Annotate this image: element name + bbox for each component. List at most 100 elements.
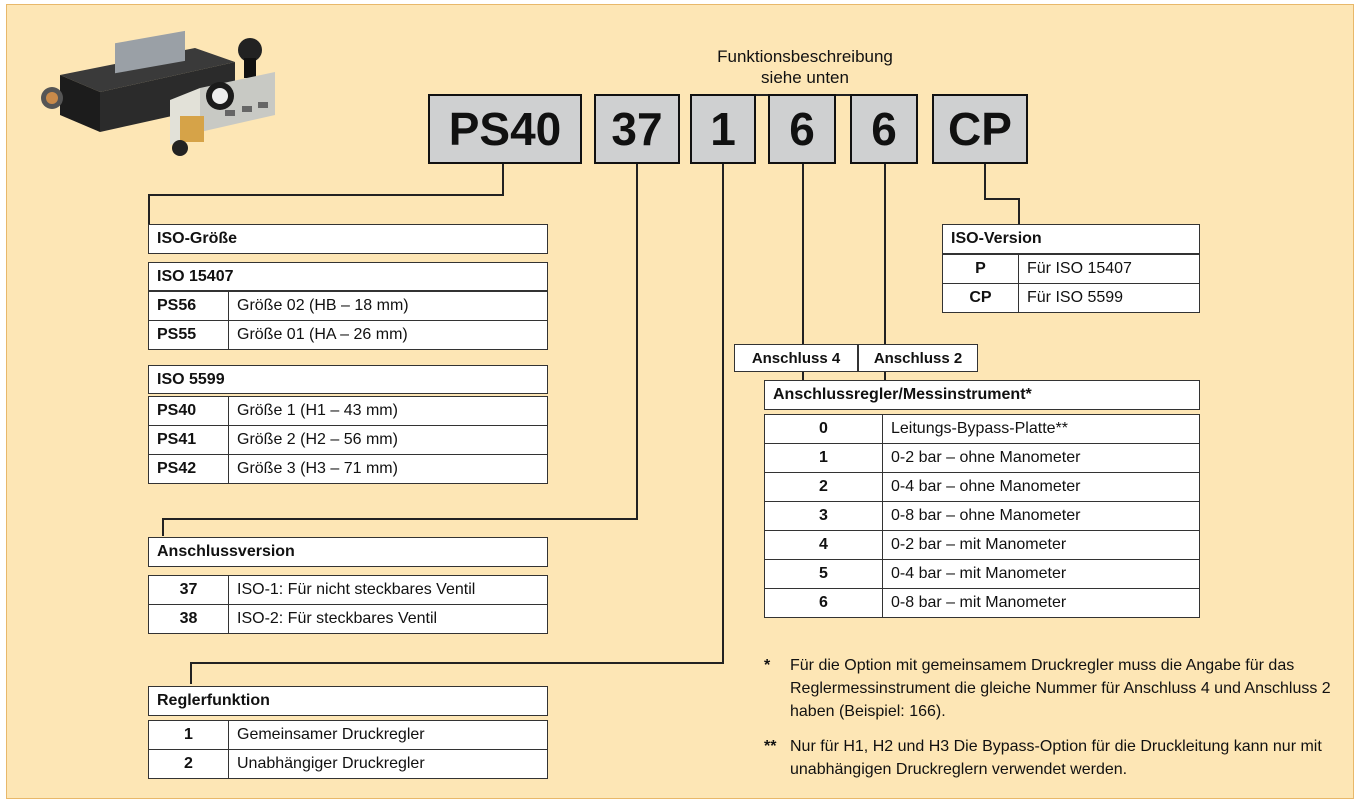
port-2-label: Anschluss 2: [858, 344, 978, 372]
gauge-description: 0-4 bar – mit Manometer: [883, 560, 1200, 589]
iso-version-description: Für ISO 5599: [1019, 284, 1200, 313]
gauge-description: 0-2 bar – mit Manometer: [883, 531, 1200, 560]
size-code: PS40: [149, 397, 229, 426]
footnote-2: ** Nur für H1, H2 und H3 Die Bypass-Opti…: [764, 735, 1350, 783]
size-code: PS56: [149, 292, 229, 321]
size-description: Größe 1 (H1 – 43 mm): [229, 397, 548, 426]
table-row: 1 0-2 bar – ohne Manometer: [765, 444, 1200, 473]
code-box-port4: 6: [768, 94, 836, 164]
version-code: 38: [149, 605, 229, 634]
connector-line: [636, 164, 638, 520]
iso-version-code: CP: [943, 284, 1019, 313]
table-row: PS40 Größe 1 (H1 – 43 mm): [149, 397, 548, 426]
table-row: CP Für ISO 5599: [943, 284, 1200, 313]
connector-line: [884, 164, 886, 344]
connector-line: [884, 372, 886, 380]
connection-version-title: Anschlussversion: [148, 537, 548, 567]
table-row: 3 0-8 bar – ohne Manometer: [765, 502, 1200, 531]
footnote-text: Nur für H1, H2 und H3 Die Bypass-Option …: [790, 735, 1350, 781]
footnote-1: * Für die Option mit gemeinsamem Druckre…: [764, 654, 1350, 726]
iso-15407-group-title: ISO 15407: [148, 262, 548, 291]
table-row: PS41 Größe 2 (H2 – 56 mm): [149, 426, 548, 455]
size-description: Größe 2 (H2 – 56 mm): [229, 426, 548, 455]
function-description: Unabhängiger Druckregler: [229, 750, 548, 779]
size-description: Größe 3 (H3 – 71 mm): [229, 455, 548, 484]
iso-size-title: ISO-Größe: [148, 224, 548, 254]
size-description: Größe 01 (HA – 26 mm): [229, 321, 548, 350]
iso-5599-group-title: ISO 5599: [148, 365, 548, 394]
connector-line: [148, 194, 504, 196]
gauge-description: 0-4 bar – ohne Manometer: [883, 473, 1200, 502]
table-row: PS55 Größe 01 (HA – 26 mm): [149, 321, 548, 350]
function-description-heading: Funktionsbeschreibung siehe unten: [640, 46, 970, 88]
heading-line-1: Funktionsbeschreibung: [640, 46, 970, 67]
connector-line: [802, 164, 804, 344]
code-box-port2: 6: [850, 94, 918, 164]
gauge-description: Leitungs-Bypass-Platte**: [883, 415, 1200, 444]
connector-line: [190, 662, 724, 664]
gauge-code: 1: [765, 444, 883, 473]
code-box-function: 1: [690, 94, 756, 164]
gauge-description: 0-8 bar – mit Manometer: [883, 589, 1200, 618]
version-description: ISO-1: Für nicht steckbares Ventil: [229, 576, 548, 605]
connector-line: [802, 372, 804, 380]
gauge-description: 0-8 bar – ohne Manometer: [883, 502, 1200, 531]
function-description: Gemeinsamer Druckregler: [229, 721, 548, 750]
footnote-mark: *: [764, 654, 770, 677]
table-row: 37 ISO-1: Für nicht steckbares Ventil: [149, 576, 548, 605]
heading-line-2: siehe unten: [640, 67, 970, 88]
connector-line: [148, 194, 150, 224]
table-row: 4 0-2 bar – mit Manometer: [765, 531, 1200, 560]
gauge-description: 0-2 bar – ohne Manometer: [883, 444, 1200, 473]
table-row: PS42 Größe 3 (H3 – 71 mm): [149, 455, 548, 484]
port-4-label: Anschluss 4: [734, 344, 858, 372]
table-row: 1 Gemeinsamer Druckregler: [149, 721, 548, 750]
footnote-mark: **: [764, 735, 776, 758]
table-row: 0 Leitungs-Bypass-Platte**: [765, 415, 1200, 444]
table-row: 2 0-4 bar – ohne Manometer: [765, 473, 1200, 502]
table-row: 2 Unabhängiger Druckregler: [149, 750, 548, 779]
gauge-code: 6: [765, 589, 883, 618]
iso-version-description: Für ISO 15407: [1019, 255, 1200, 284]
size-code: PS42: [149, 455, 229, 484]
connection-version-table: 37 ISO-1: Für nicht steckbares Ventil 38…: [148, 575, 548, 634]
function-code: 1: [149, 721, 229, 750]
function-code: 2: [149, 750, 229, 779]
iso-version-table: P Für ISO 15407 CP Für ISO 5599: [942, 254, 1200, 313]
connector-line: [984, 198, 1020, 200]
table-row: PS56 Größe 02 (HB – 18 mm): [149, 292, 548, 321]
iso-5599-table: PS40 Größe 1 (H1 – 43 mm) PS41 Größe 2 (…: [148, 396, 548, 484]
code-box-version: 37: [594, 94, 680, 164]
connector-line: [162, 518, 638, 520]
connector-line: [162, 518, 164, 536]
table-row: P Für ISO 15407: [943, 255, 1200, 284]
gauge-code: 2: [765, 473, 883, 502]
size-code: PS55: [149, 321, 229, 350]
table-row: 5 0-4 bar – mit Manometer: [765, 560, 1200, 589]
table-row: 38 ISO-2: Für steckbares Ventil: [149, 605, 548, 634]
connector-line: [722, 164, 724, 664]
regulator-function-title: Reglerfunktion: [148, 686, 548, 716]
gauge-code: 0: [765, 415, 883, 444]
connector-line: [1018, 198, 1020, 224]
version-code: 37: [149, 576, 229, 605]
regulator-gauge-table: 0 Leitungs-Bypass-Platte** 1 0-2 bar – o…: [764, 414, 1200, 618]
gauge-code: 4: [765, 531, 883, 560]
table-row: 6 0-8 bar – mit Manometer: [765, 589, 1200, 618]
iso-version-code: P: [943, 255, 1019, 284]
footnote-text: Für die Option mit gemeinsamem Druckregl…: [790, 654, 1350, 723]
valve-product-image: [20, 20, 280, 160]
code-box-size: PS40: [428, 94, 582, 164]
size-description: Größe 02 (HB – 18 mm): [229, 292, 548, 321]
regulator-function-table: 1 Gemeinsamer Druckregler 2 Unabhängiger…: [148, 720, 548, 779]
iso-version-title: ISO-Version: [942, 224, 1200, 254]
regulator-gauge-title: Anschlussregler/Messinstrument*: [764, 380, 1200, 410]
iso-15407-table: PS56 Größe 02 (HB – 18 mm) PS55 Größe 01…: [148, 291, 548, 350]
code-box-iso-version: CP: [932, 94, 1028, 164]
gauge-code: 5: [765, 560, 883, 589]
gauge-code: 3: [765, 502, 883, 531]
size-code: PS41: [149, 426, 229, 455]
version-description: ISO-2: Für steckbares Ventil: [229, 605, 548, 634]
connector-line: [190, 662, 192, 684]
connector-line: [502, 164, 504, 196]
